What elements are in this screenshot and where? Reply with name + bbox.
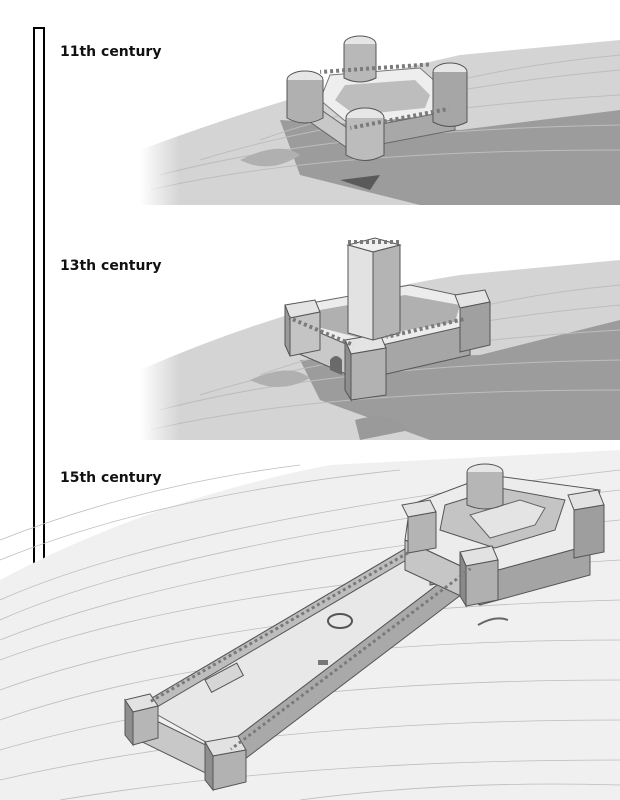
panel-15th-century <box>0 450 620 800</box>
tower-15th-ne <box>466 463 504 510</box>
tower-15th-sw <box>459 545 499 608</box>
rock-4 <box>355 416 410 440</box>
tower-15th-nw <box>401 499 437 554</box>
gate <box>330 356 342 375</box>
tower-sw <box>345 107 385 161</box>
panel-11th-century <box>140 35 620 205</box>
timeline-arrow <box>16 27 62 631</box>
tower-15th-se <box>567 489 605 559</box>
shadow-2 <box>300 320 620 440</box>
down-arrow-icon <box>16 27 62 631</box>
period-label-15th-century: 15th century <box>60 470 162 486</box>
period-label-11th-century: 11th century <box>60 44 162 60</box>
rock-2 <box>340 175 380 190</box>
tower-se <box>432 62 468 127</box>
castle-15th-century <box>124 463 605 792</box>
period-label-13th-century: 13th century <box>60 258 162 274</box>
panel-13th-century <box>140 237 620 440</box>
tower-ne <box>343 35 377 83</box>
castle-13th-century <box>284 237 491 402</box>
castle-11th-century <box>286 35 468 161</box>
central-keep <box>346 237 402 341</box>
